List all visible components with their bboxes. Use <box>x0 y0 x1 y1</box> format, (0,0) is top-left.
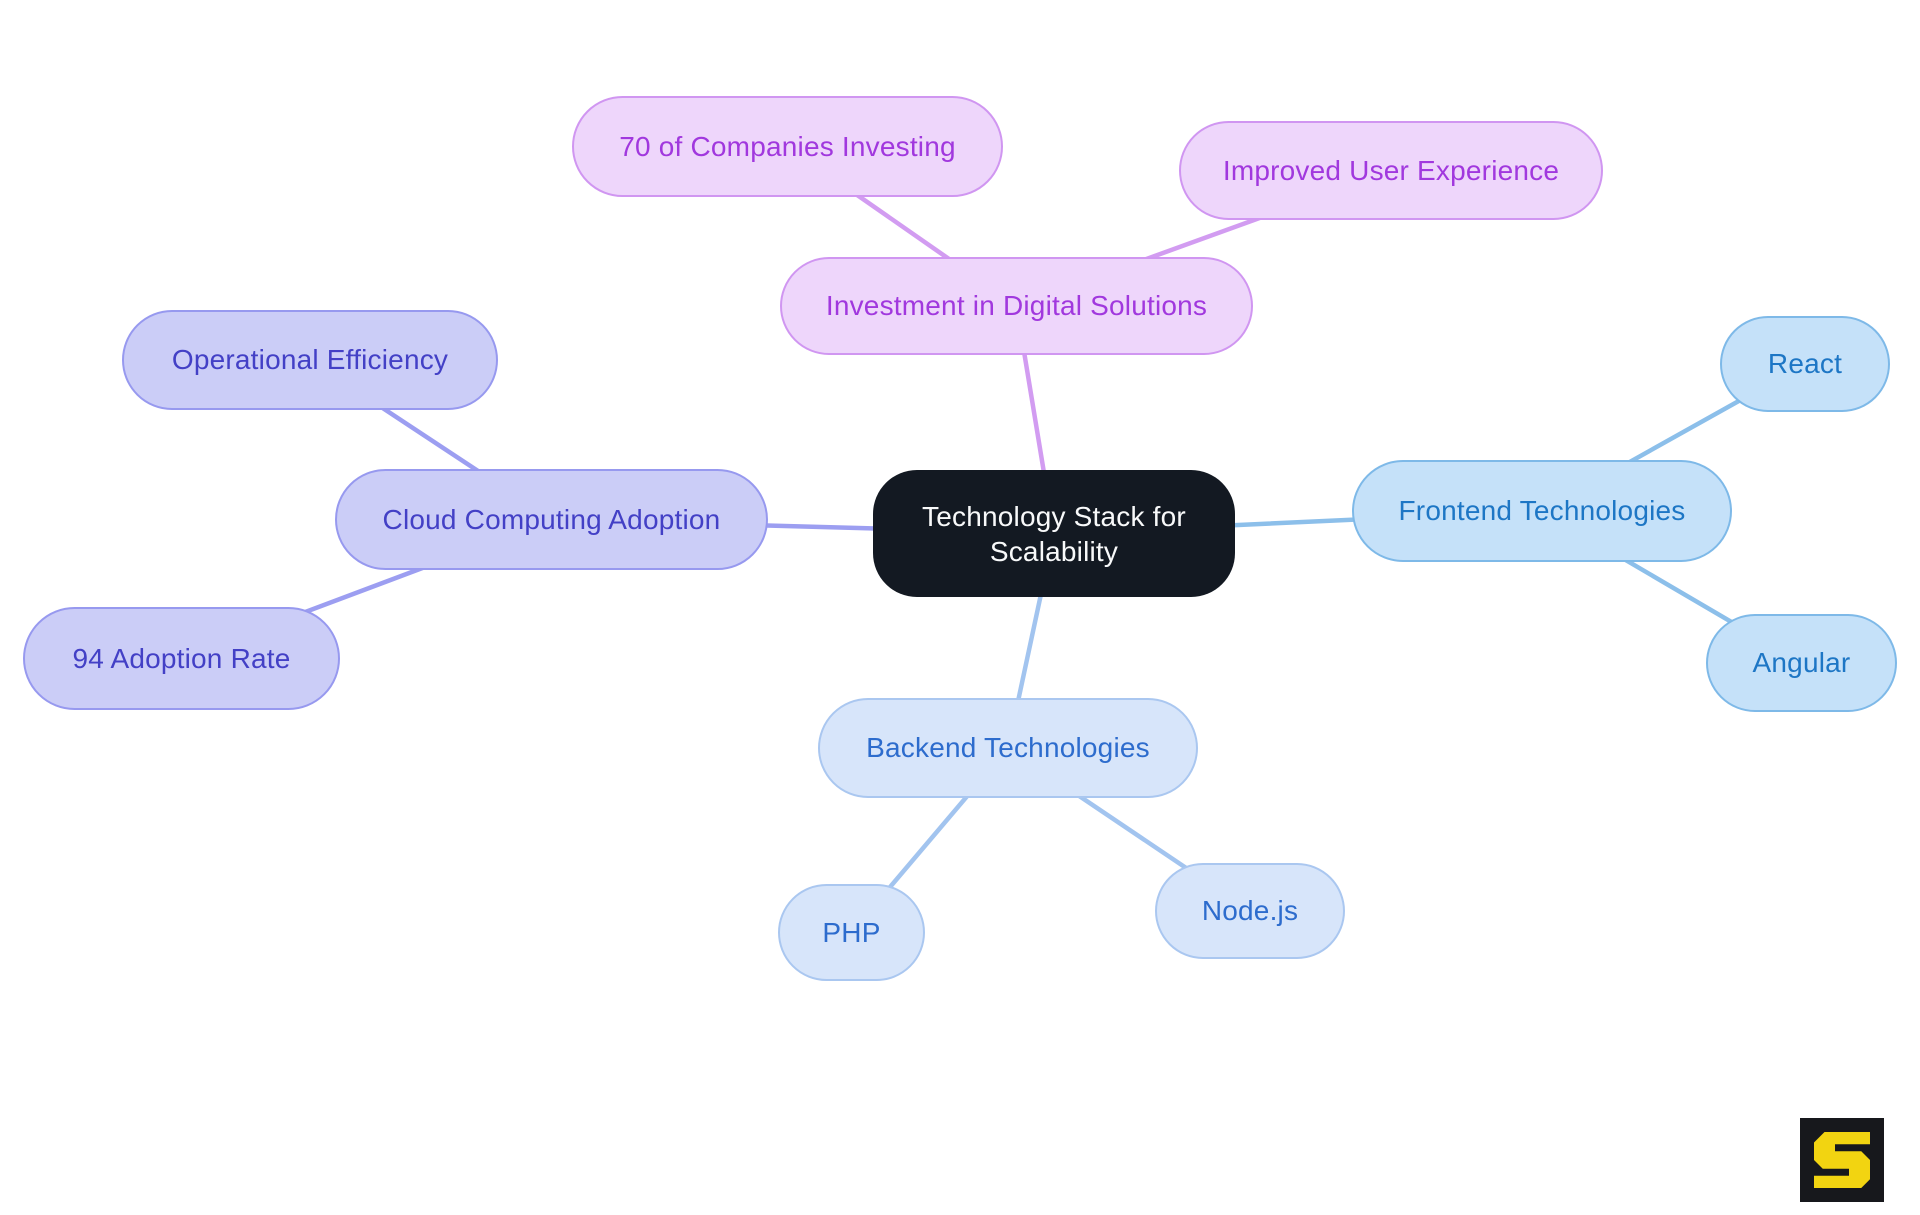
node-backend[interactable]: Backend Technologies <box>818 698 1198 798</box>
node-label: Technology Stack for Scalability <box>922 500 1186 567</box>
node-label: PHP <box>822 916 881 948</box>
node-adoption-94[interactable]: 94 Adoption Rate <box>23 607 340 710</box>
node-cloud[interactable]: Cloud Computing Adoption <box>335 469 768 570</box>
node-php[interactable]: PHP <box>778 884 925 981</box>
node-label: Angular <box>1752 647 1851 678</box>
node-investment[interactable]: Investment in Digital Solutions <box>780 257 1253 355</box>
brand-logo <box>1800 1118 1884 1202</box>
logo-s-glyph <box>1814 1132 1870 1188</box>
node-nodejs[interactable]: Node.js <box>1155 863 1345 959</box>
node-label: Investment in Digital Solutions <box>825 290 1208 321</box>
node-operational[interactable]: Operational Efficiency <box>122 310 498 410</box>
node-frontend[interactable]: Frontend Technologies <box>1352 460 1732 562</box>
node-central[interactable]: Technology Stack for Scalability <box>873 470 1235 597</box>
node-angular[interactable]: Angular <box>1706 614 1897 712</box>
s-logo-icon <box>1800 1118 1884 1202</box>
node-label: Improved User Experience <box>1222 154 1560 186</box>
node-improved-ux[interactable]: Improved User Experience <box>1179 121 1603 220</box>
node-companies-70[interactable]: 70 of Companies Investing <box>572 96 1003 197</box>
node-label: Cloud Computing Adoption <box>382 503 721 535</box>
node-label: Node.js <box>1201 895 1299 926</box>
node-label: 94 Adoption Rate <box>72 642 291 674</box>
node-react[interactable]: React <box>1720 316 1890 412</box>
node-label: Operational Efficiency <box>171 344 449 375</box>
node-label: 70 of Companies Investing <box>619 130 956 162</box>
node-label: Backend Technologies <box>866 732 1150 763</box>
node-label: React <box>1767 348 1843 379</box>
node-label: Frontend Technologies <box>1398 495 1686 526</box>
